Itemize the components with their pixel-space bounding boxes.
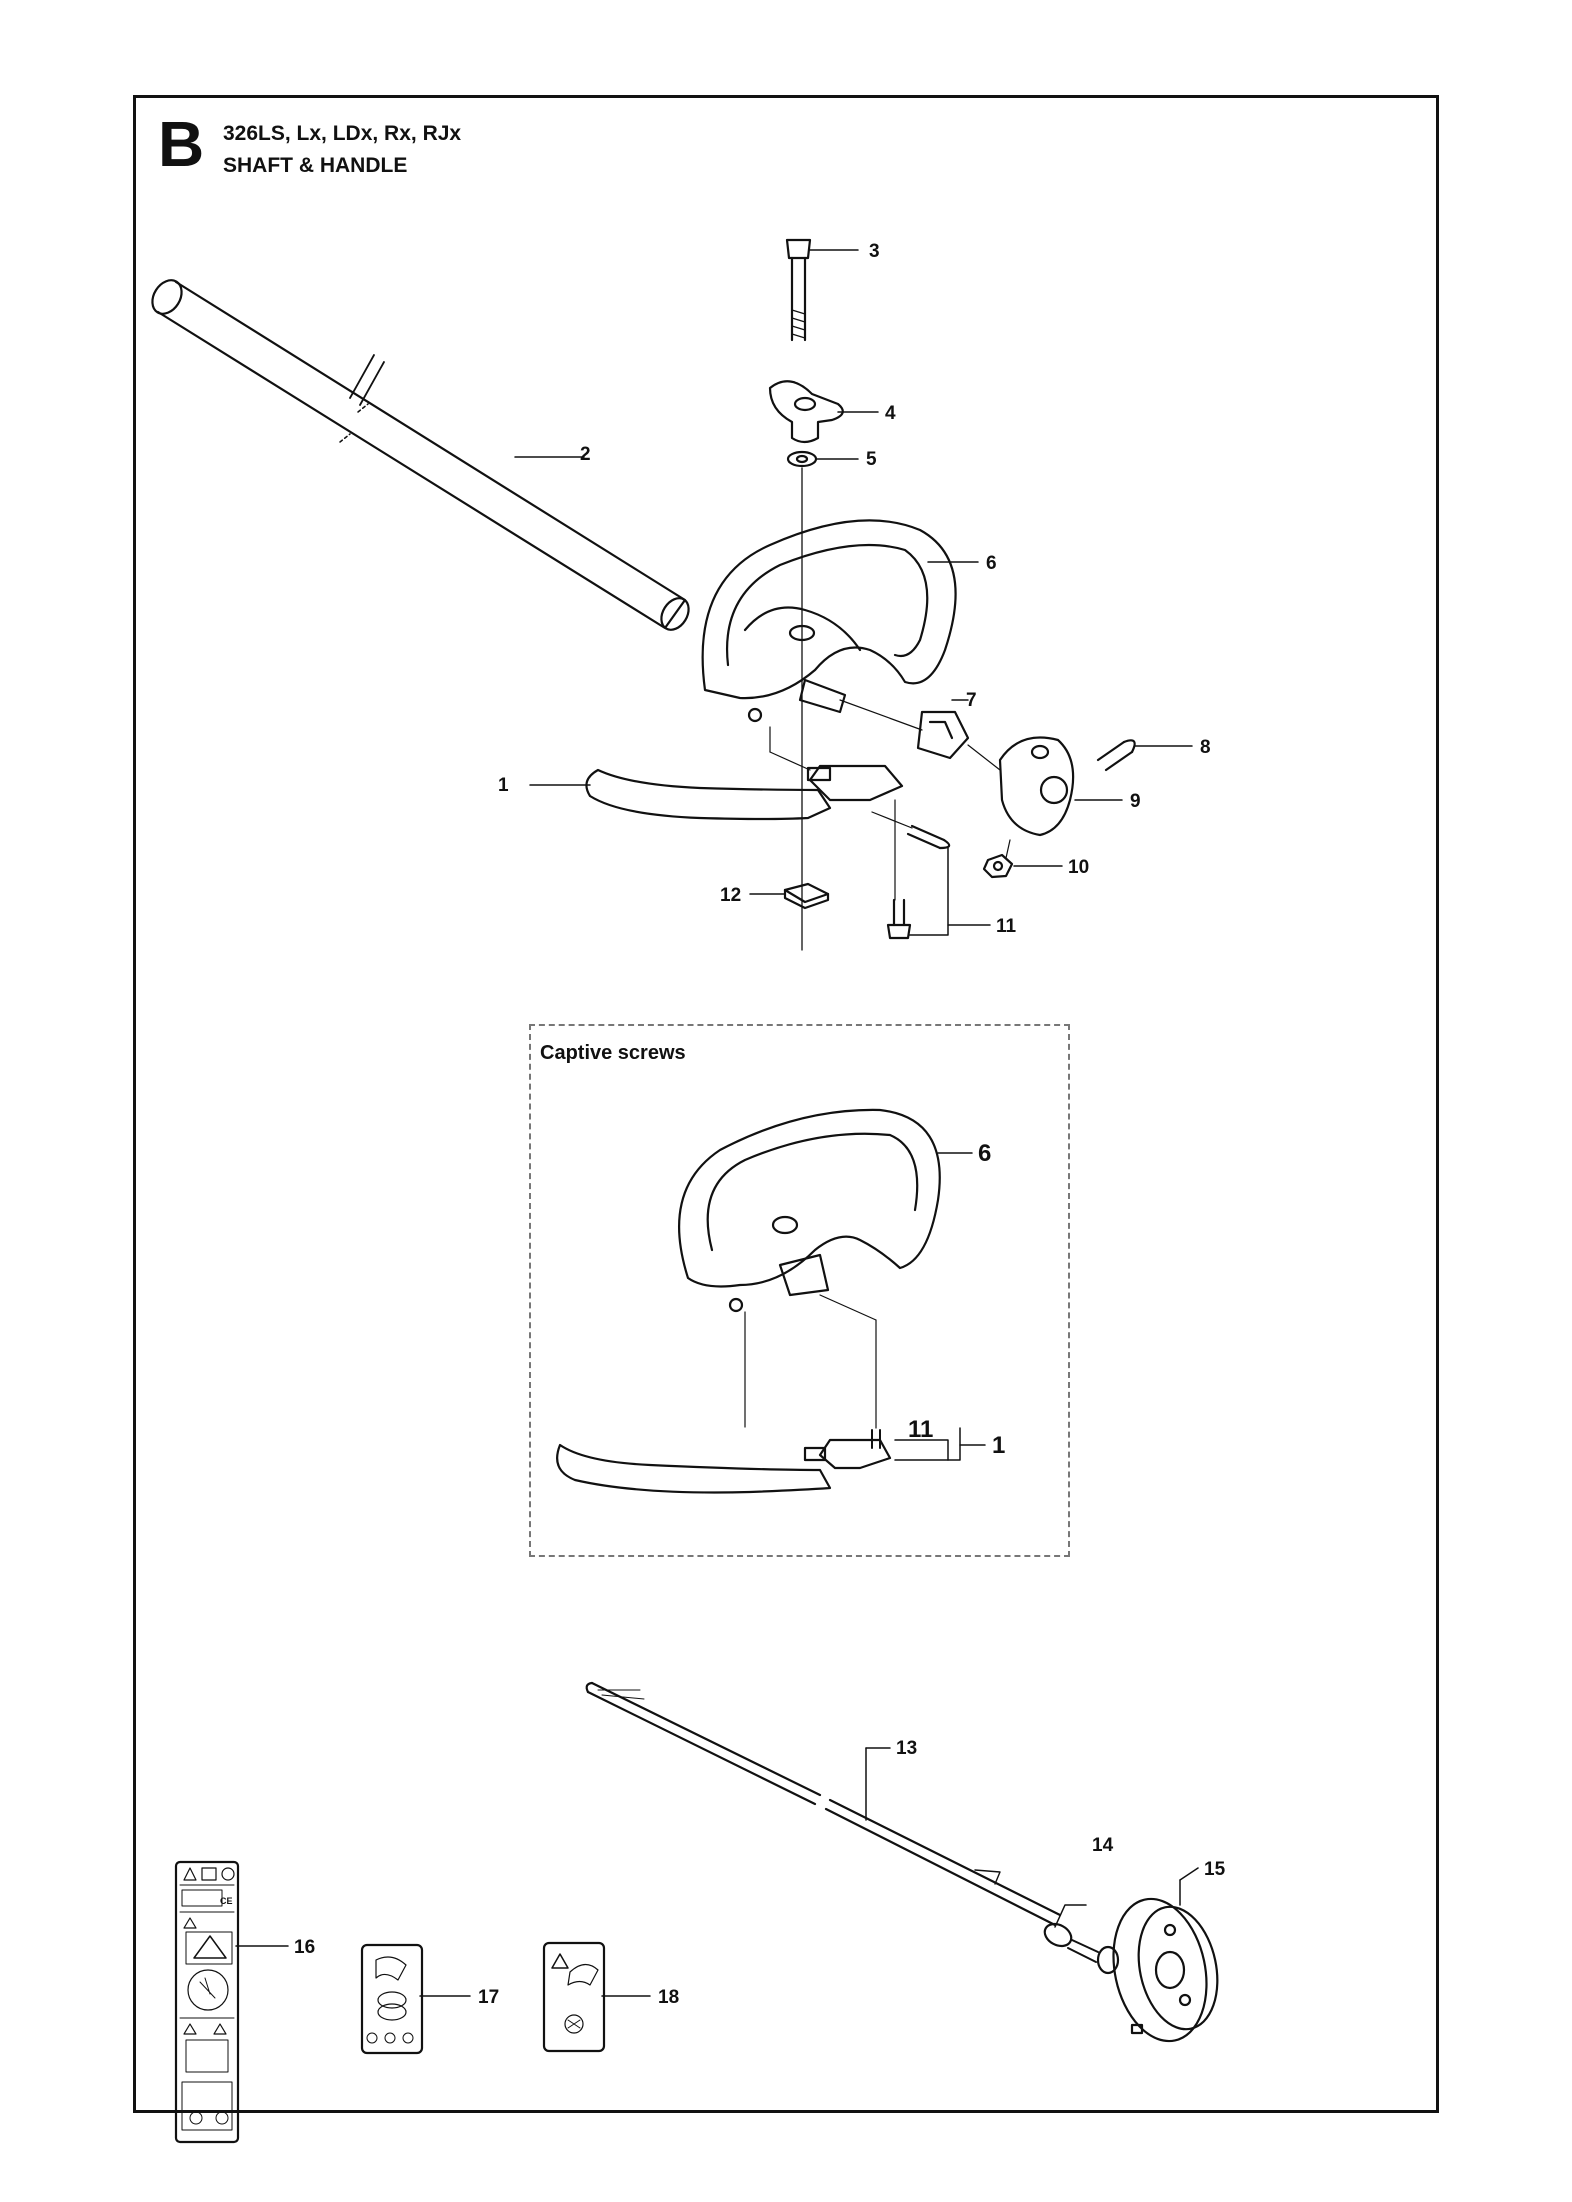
part-4-knob — [768, 380, 879, 444]
part-17-decal — [360, 1943, 471, 2055]
part-7-clamp — [839, 699, 970, 760]
part-16-decal — [174, 1860, 289, 2144]
part-8-screw — [1096, 739, 1193, 772]
callout-1: 1 — [498, 775, 509, 796]
callout-8: 8 — [1200, 737, 1211, 758]
model-list: 326LS, Lx, LDx, Rx, RJx — [223, 122, 462, 145]
part-10-nut — [982, 853, 1063, 879]
callout-12: 12 — [720, 885, 742, 906]
callout-5: 5 — [866, 449, 877, 470]
decal-16-ce-mark: CE — [220, 1896, 233, 1906]
callout-15: 15 — [1204, 1859, 1226, 1880]
part-2-tube — [151, 279, 690, 631]
callout-9: 9 — [1130, 791, 1141, 812]
part-18-decal — [542, 1941, 651, 2053]
callout-18: 18 — [658, 1987, 680, 2008]
part-13-drive-shaft — [585, 1681, 1062, 1927]
part-5-washer — [786, 450, 859, 468]
part-1-handle-bar — [529, 726, 904, 821]
section-letter: B — [158, 108, 205, 180]
part-6-loop-handle — [701, 519, 979, 723]
callout-14: 14 — [1092, 1835, 1114, 1856]
callout-13: 13 — [896, 1738, 918, 1759]
diagram-frame — [133, 95, 1439, 2113]
callout-3: 3 — [869, 241, 880, 262]
callout-16: 16 — [294, 1937, 316, 1958]
callout-7: 7 — [966, 690, 977, 711]
callout-10: 10 — [1068, 857, 1090, 878]
diagram-title: SHAFT & HANDLE — [223, 154, 408, 177]
inset-callout-1: 1 — [992, 1432, 1006, 1459]
callout-4: 4 — [885, 403, 896, 424]
callout-11: 11 — [996, 916, 1017, 937]
callout-2: 2 — [580, 444, 591, 465]
callout-6: 6 — [986, 553, 997, 574]
part-11-screws — [871, 799, 991, 940]
captive-screws-inset — [529, 1024, 1070, 1557]
inset-callout-6: 6 — [978, 1140, 992, 1167]
inset-handle-assembly — [556, 1108, 986, 1494]
callout-17: 17 — [478, 1987, 500, 2008]
inset-title: Captive screws — [540, 1042, 686, 1064]
part-15-clutch-drum — [1067, 1867, 1219, 2043]
part-14-circlip — [1043, 1904, 1087, 1948]
part-12-square-nut — [749, 882, 830, 910]
part-9-clamp-ring — [967, 736, 1123, 859]
part-3-bolt — [785, 238, 859, 342]
inset-callout-11: 11 — [908, 1416, 934, 1443]
